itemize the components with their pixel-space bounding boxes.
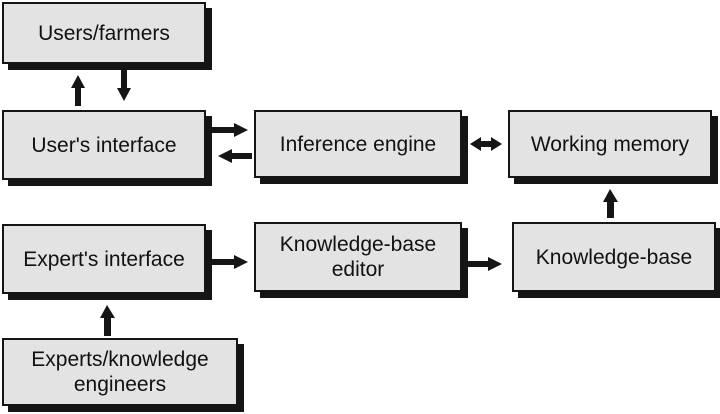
users-interface-box: User's interface [2,110,206,180]
knowledge-base-label: Knowledge-base [535,245,693,269]
kb-editor-label-line2: editor [331,258,385,281]
working-memory-box: Working memory [508,110,712,178]
arrow-experts-to-interface [100,305,115,336]
experts-interface-box: Expert's interface [2,224,206,294]
experts-engineers-label-line1: Experts/knowledge [31,348,209,371]
knowledge-base-box: Knowledge-base [512,222,716,292]
kb-editor-box: Knowledge-base editor [254,222,462,292]
users-interface-label: User's interface [31,133,177,157]
arrow-inference-to-interface [218,149,252,163]
experts-engineers-label-line2: engineers [73,373,167,396]
arrow-expert-to-editor [212,255,248,269]
users-farmers-label: Users/farmers [38,21,170,45]
arrow-users-to-interface [117,70,131,101]
inference-engine-box: Inference engine [254,110,462,178]
arrow-inference-memory-bidirectional [470,137,502,151]
arrow-interface-to-inference [212,123,248,137]
users-farmers-box: Users/farmers [2,2,206,64]
experts-engineers-box: Experts/knowledge engineers [2,338,238,406]
kb-editor-label-line1: Knowledge-base [279,233,437,256]
arrow-editor-to-knowledgebase [468,257,502,271]
arrow-interface-to-users [71,75,85,106]
inference-engine-label: Inference engine [279,132,437,156]
working-memory-label: Working memory [530,132,690,156]
experts-interface-label: Expert's interface [23,247,185,271]
arrow-knowledgebase-to-memory [603,189,618,218]
